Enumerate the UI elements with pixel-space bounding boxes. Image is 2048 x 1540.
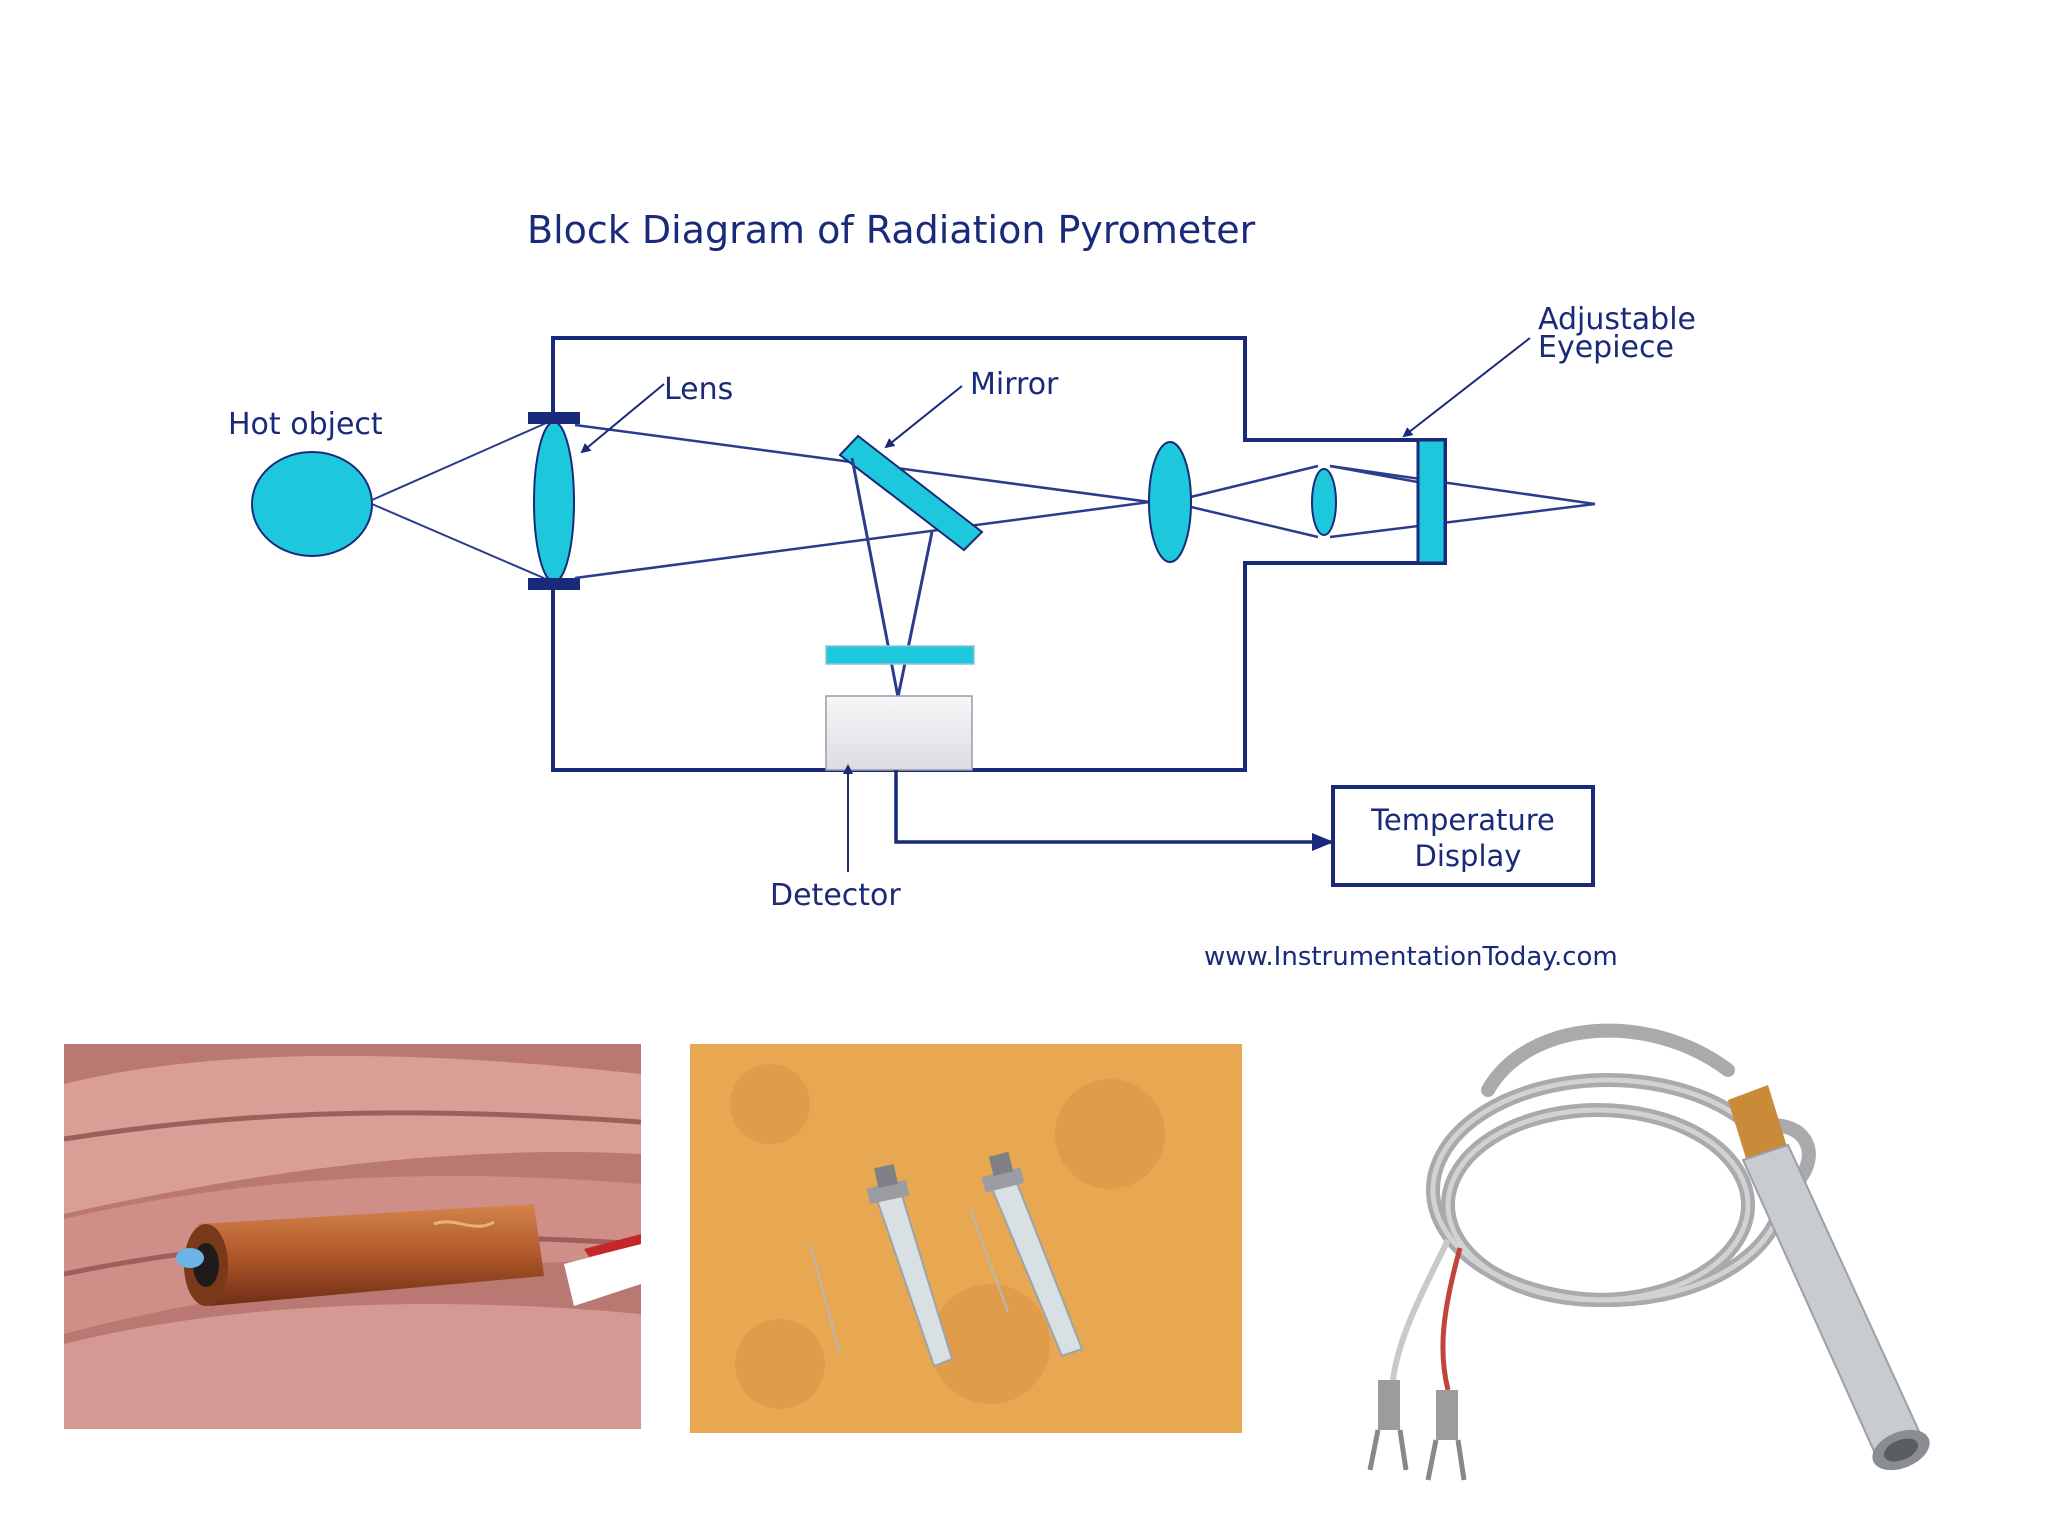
coiled-thermopile-cable-photo xyxy=(1348,1000,1968,1500)
diagram-title: Block Diagram of Radiation Pyrometer xyxy=(527,208,1256,252)
lens-mount-top xyxy=(528,412,580,424)
glass-thermocouple-probes-photo xyxy=(690,1044,1242,1433)
hot-object-shape xyxy=(251,451,373,557)
mirror-leader xyxy=(884,385,963,449)
adjustable-eyepiece xyxy=(1416,438,1447,565)
lens-mount-bottom xyxy=(528,578,580,590)
eyepiece-label-line2: Eyepiece xyxy=(1538,330,1674,365)
eyepiece-label-line1: Adjustable xyxy=(1538,302,1696,337)
thermocouple-in-hand-photo xyxy=(64,1044,641,1429)
eyepiece-leader xyxy=(1402,337,1531,438)
source-url: www.InstrumentationToday.com xyxy=(1204,942,1618,972)
detector-label: Detector xyxy=(770,878,901,913)
filter-plate xyxy=(825,645,975,665)
hot-object-label: Hot object xyxy=(228,407,383,442)
mirror xyxy=(838,434,984,552)
relay-lens xyxy=(1148,441,1192,563)
detector-block xyxy=(825,695,973,771)
display-label-line2: Display xyxy=(1415,839,1522,873)
signal-line xyxy=(894,770,1334,851)
eyepiece-lens xyxy=(1311,468,1337,536)
lens-leader xyxy=(580,383,665,454)
lens-label: Lens xyxy=(664,372,733,407)
temperature-display-box xyxy=(1331,785,1595,887)
display-label-line1: Temperature xyxy=(1370,803,1555,837)
incident-rays xyxy=(371,419,554,583)
mirror-label: Mirror xyxy=(970,367,1059,402)
objective-lens xyxy=(533,421,575,583)
